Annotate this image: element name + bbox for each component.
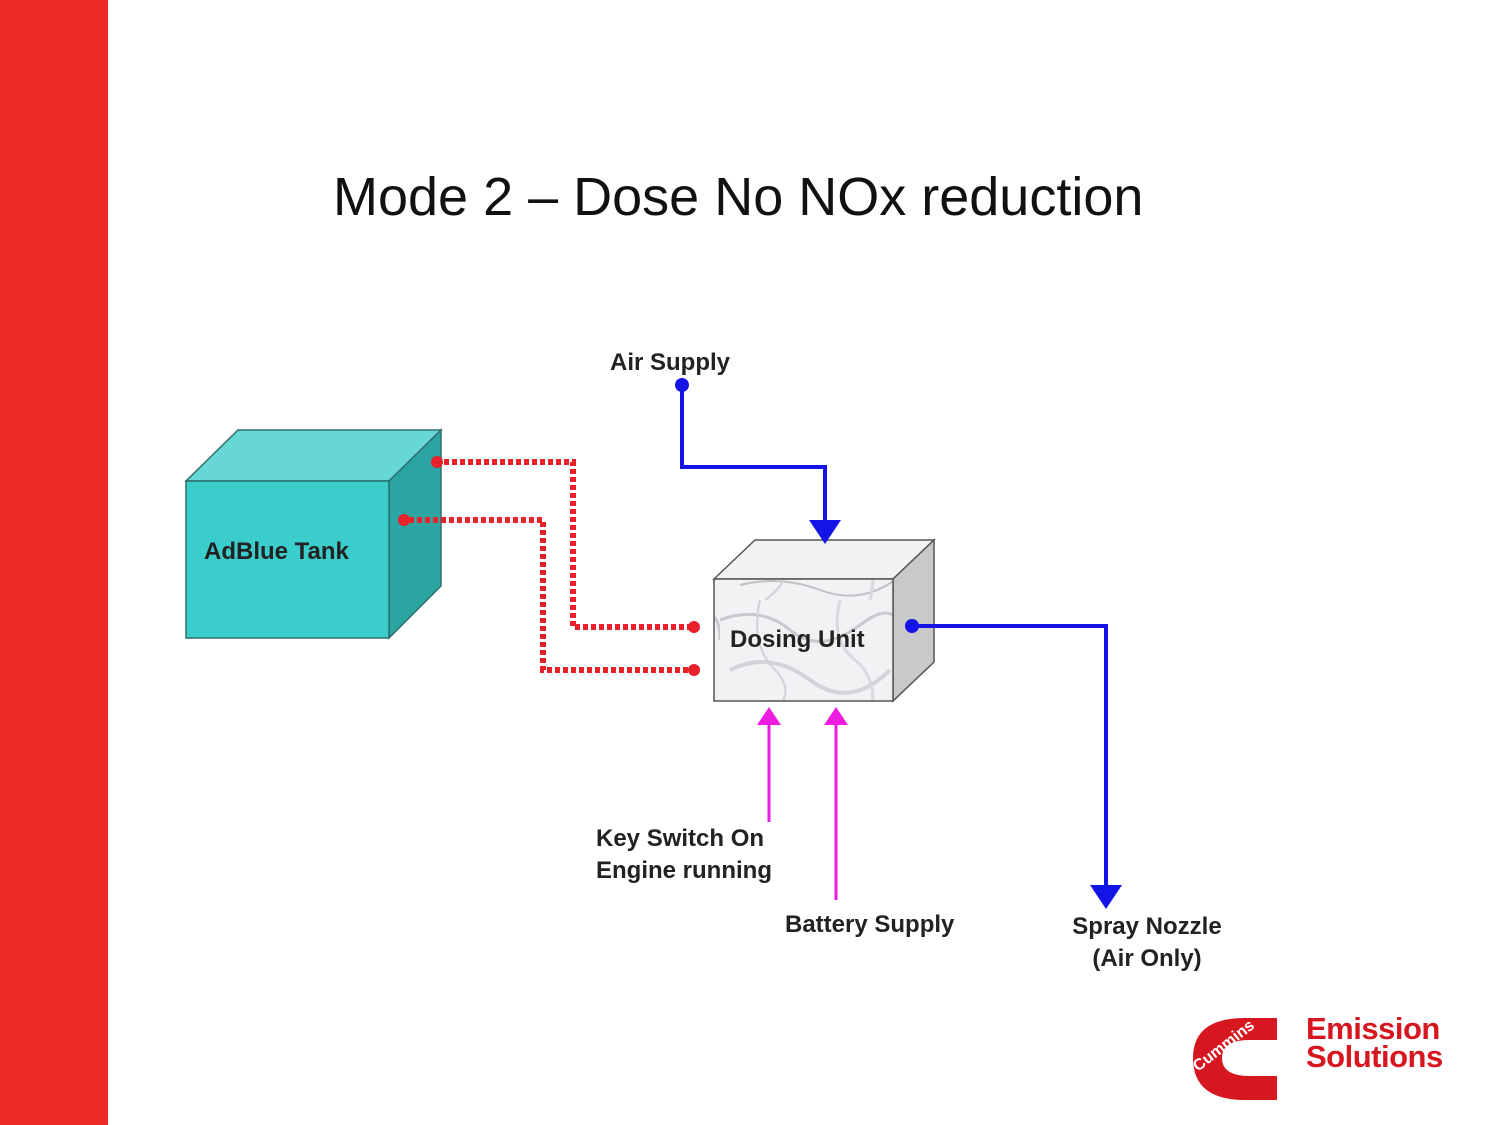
brand-line-1: Emission [1306,1011,1440,1046]
adblue-lines [398,456,700,676]
tank-front-face [185,480,390,639]
electrical-lines [757,707,848,900]
adblue-line-upper [436,459,698,630]
dosing-unit-label: Dosing Unit [730,626,865,653]
dosing-unit-front-face [713,578,894,702]
spray-nozzle-line-2: (Air Only) [1092,945,1202,972]
adblue-line-lower-unit-end [688,664,700,676]
adblue-line-lower-tank-end [398,514,410,526]
air-supply-label: Air Supply [610,349,731,376]
side-accent-bar [0,0,108,1125]
slide-title: Mode 2 – Dose No NOx reduction [333,167,1144,227]
air-supply-line [675,378,841,544]
adblue-tank-label: AdBlue Tank [204,538,349,565]
adblue-line-upper-unit-end [688,621,700,633]
brand-line-2: Solutions [1306,1039,1443,1074]
spray-nozzle-pipe [912,624,1122,909]
key-switch-label: Key Switch On Engine running [596,823,772,887]
cummins-logo-icon: Cummins [1190,1017,1277,1100]
adblue-line-lower [401,517,698,673]
battery-supply-label: Battery Supply [785,911,955,938]
key-switch-line-2: Engine running [596,857,772,884]
key-switch-line-1: Key Switch On [596,825,765,852]
adblue-line-upper-tank-end [431,456,443,468]
spray-nozzle-label: Spray Nozzle (Air Only) [1056,911,1238,975]
spray-nozzle-line [905,619,1122,909]
dosing-unit [712,538,936,703]
adblue-tank [184,428,443,640]
spray-nozzle-line-1: Spray Nozzle [1072,913,1222,940]
air-supply-pipe [680,385,841,544]
emission-solutions-brand: Emission Solutions [1306,1011,1443,1074]
